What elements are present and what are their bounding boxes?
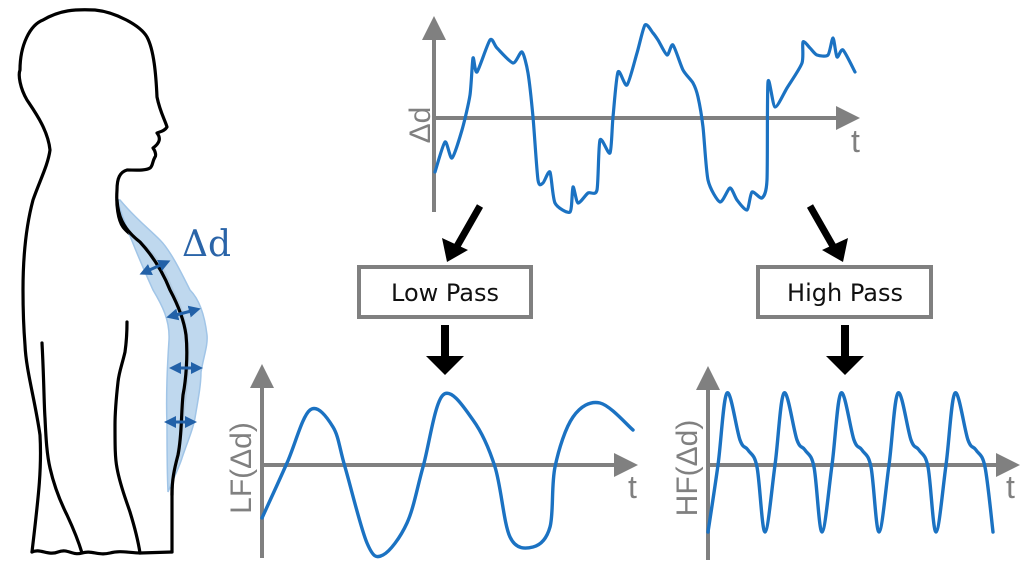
arm-back-line — [40, 341, 84, 555]
high-pass-label: High Pass — [787, 279, 903, 307]
y-axis-label: LF(Δd) — [225, 422, 258, 514]
arm-front-line — [113, 320, 142, 555]
low-pass-filter-box: Low Pass — [357, 265, 533, 319]
flow-arrows — [426, 204, 864, 375]
x-axis-label: t — [628, 469, 637, 505]
arrowhead — [442, 238, 468, 262]
low-frequency-line — [260, 391, 635, 559]
arrow-to-low-pass-icon — [452, 204, 484, 250]
arrow-to-high-pass-icon — [806, 204, 838, 250]
low-pass-label: Low Pass — [391, 279, 499, 307]
x-axis-arrowhead — [614, 453, 638, 477]
y-axis-label: HF(Δd) — [671, 420, 704, 517]
x-axis-label: t — [1006, 469, 1015, 505]
low-frequency-chart: t LF(Δd) — [225, 364, 638, 559]
raw-signal-line — [433, 22, 857, 214]
high-frequency-line — [706, 391, 995, 534]
y-axis-arrowhead — [250, 364, 274, 388]
x-axis-arrowhead — [996, 453, 1020, 477]
x-axis-arrowhead — [836, 106, 860, 130]
y-axis-arrowhead — [422, 16, 446, 40]
y-axis-label: Δd — [404, 107, 437, 144]
double-arrow-icon — [139, 259, 171, 276]
body-bottom-edge — [30, 549, 174, 556]
high-pass-filter-box: High Pass — [756, 265, 933, 319]
x-axis-label: t — [851, 123, 860, 159]
double-arrow-icon — [166, 305, 201, 321]
y-axis-arrowhead — [696, 366, 720, 390]
spine-line — [115, 198, 189, 497]
raw-signal-chart: t Δd — [404, 16, 860, 214]
arrowhead — [822, 238, 848, 262]
arrowhead — [426, 356, 464, 375]
arrowhead — [826, 356, 864, 375]
high-frequency-chart: t HF(Δd) — [671, 366, 1020, 560]
measurement-arrows — [139, 259, 203, 428]
delta-d-label: Δd — [182, 224, 231, 265]
